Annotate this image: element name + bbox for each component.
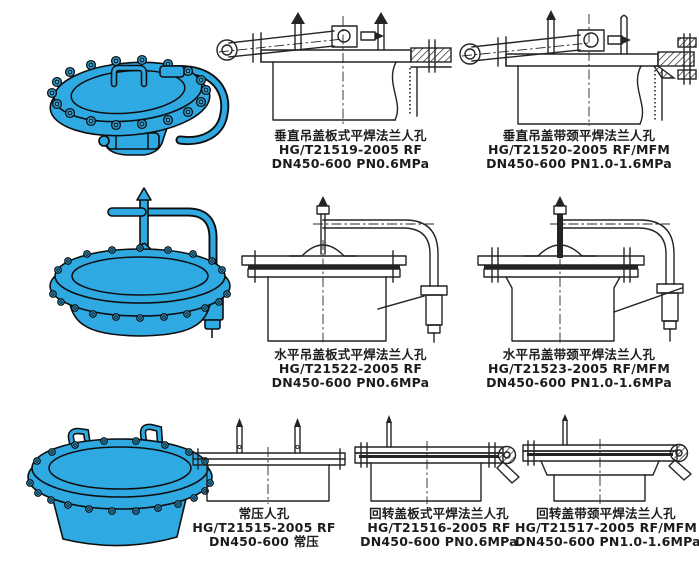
cover-handle — [110, 64, 148, 88]
drawing-vertical-davit-plate-flange — [216, 12, 452, 124]
lift-handle-right — [139, 423, 164, 462]
davit-sleeve — [420, 285, 448, 343]
caption-vertical-davit-neck: 垂直吊盖带颈平焊法兰人孔 HG/T21520-2005 RF/MFM DN450… — [463, 129, 695, 171]
davit-arm — [165, 65, 230, 146]
product-spec: DN450-600 PN1.0-1.6MPa — [486, 156, 672, 171]
caption-vertical-davit-plate: 垂直吊盖板式平焊法兰人孔 HG/T21519-2005 RF DN450-600… — [238, 129, 463, 171]
swing-hinge — [496, 445, 520, 484]
product-standard: HG/T21517-2005 RF/MFM — [515, 520, 697, 535]
gooseneck-arm — [313, 219, 439, 287]
bolt-left — [386, 415, 392, 448]
swing-hinge — [668, 443, 692, 481]
product-standard: HG/T21516-2005 RF — [367, 520, 511, 535]
vessel-neck-body — [540, 460, 660, 502]
drawing-swing-cover-plate-flange — [354, 415, 520, 504]
lift-handle-left — [67, 427, 92, 466]
product-spec: DN450-600 PN0.6MPa — [271, 375, 430, 390]
guide-pin-right — [620, 14, 628, 55]
davit-sleeve — [656, 283, 684, 342]
product-name: 垂直吊盖板式平焊法兰人孔 — [274, 128, 427, 143]
cover-plates — [522, 440, 678, 466]
drawing-horizontal-davit-neck-flange — [477, 196, 684, 344]
vessel-body — [267, 276, 387, 342]
product-spec: DN450-600 常压 — [209, 534, 319, 549]
vessel-body — [206, 464, 330, 502]
stud-bolt-assembly — [677, 33, 697, 85]
bolt-left — [562, 414, 568, 446]
product-standard: HG/T21519-2005 RF — [278, 142, 423, 157]
vessel-neck-body — [505, 276, 621, 342]
cover-screw — [553, 196, 567, 258]
product-standard: HG/T21515-2005 RF — [192, 520, 336, 535]
product-spec: DN450-600 PN0.6MPa — [271, 156, 430, 171]
drawing-vertical-davit-neck-flange — [459, 10, 697, 126]
vessel-body — [370, 462, 482, 502]
neck-flange-section — [657, 51, 695, 67]
drawing-swing-cover-neck-flange — [522, 414, 692, 504]
product-name: 回转盖带颈平焊法兰人孔 — [536, 506, 676, 521]
cover-plates — [477, 247, 645, 283]
davit-bracket — [159, 65, 185, 78]
product-name: 回转盖板式平焊法兰人孔 — [369, 506, 509, 521]
caption-atmospheric: 常压人孔 HG/T21515-2005 RF DN450-600 常压 — [178, 507, 350, 549]
gooseneck-arm — [550, 219, 675, 285]
product-spec: DN450-600 PN1.0-1.6MPa — [486, 375, 672, 390]
product-name: 水平吊盖带颈平焊法兰人孔 — [502, 347, 656, 362]
product-standard: HG/T21520-2005 RF/MFM — [488, 142, 670, 157]
davit-arm — [218, 25, 384, 58]
cover-plates — [241, 250, 407, 283]
bolt-right — [294, 418, 301, 454]
illustration-horizontal-davit-manhole — [49, 187, 231, 338]
swing-bolt-right — [374, 12, 388, 51]
drawing-atmospheric-manhole — [192, 418, 346, 504]
bolt-left — [236, 418, 243, 454]
product-standard: HG/T21523-2005 RF/MFM — [488, 361, 670, 376]
vessel-body — [517, 65, 641, 125]
product-name: 垂直吊盖带颈平焊法兰人孔 — [502, 128, 656, 143]
product-spec: DN450-600 PN1.0-1.6MPa — [515, 534, 699, 549]
cover-plates — [192, 448, 346, 470]
product-spec: DN450-600 PN0.6MPa — [360, 534, 518, 549]
shell-flange-section — [410, 47, 452, 63]
illustration-vertical-davit-manhole — [46, 54, 230, 156]
manhole-cover — [31, 438, 209, 498]
davit-pivot — [216, 39, 238, 61]
product-name: 常压人孔 — [238, 506, 290, 521]
product-standard: HG/T21522-2005 RF — [278, 361, 423, 376]
gooseneck-arm — [139, 207, 218, 285]
vessel-body — [272, 61, 396, 121]
swing-bolt-left — [546, 10, 556, 55]
drawing-horizontal-davit-plate-flange — [241, 196, 448, 344]
cover-screw — [107, 187, 152, 251]
caption-horizontal-davit-plate: 水平吊盖板式平焊法兰人孔 HG/T21522-2005 RF DN450-600… — [238, 348, 463, 390]
davit-arm — [461, 29, 631, 62]
manhole-cover — [54, 248, 226, 304]
product-name: 水平吊盖板式平焊法兰人孔 — [274, 347, 427, 362]
caption-horizontal-davit-neck: 水平吊盖带颈平焊法兰人孔 HG/T21523-2005 RF/MFM DN450… — [463, 348, 695, 390]
caption-swing-plate: 回转盖板式平焊法兰人孔 HG/T21516-2005 RF DN450-600 … — [348, 507, 530, 549]
swing-bolt-left — [291, 12, 305, 51]
caption-swing-neck: 回转盖带颈平焊法兰人孔 HG/T21517-2005 RF/MFM DN450-… — [515, 506, 699, 549]
davit-pivot — [459, 43, 481, 65]
illustration-atmospheric-manhole — [26, 423, 214, 547]
